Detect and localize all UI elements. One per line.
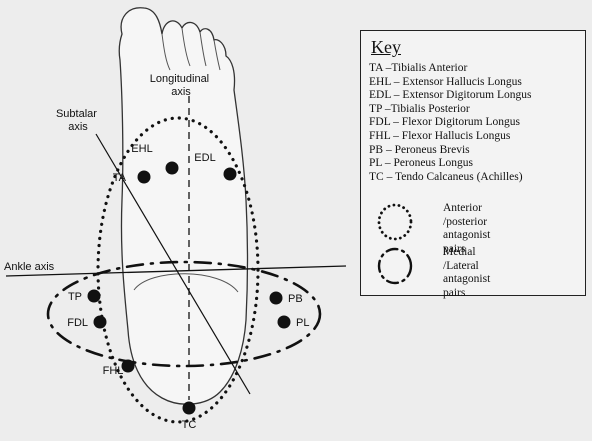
subtalar-axis-line-2: axis <box>68 121 88 133</box>
muscle-label-ehl: EHL <box>131 143 152 155</box>
muscle-dot-tc <box>183 402 196 415</box>
muscle-label-pb: PB <box>288 293 303 305</box>
muscle-label-tc: TC <box>182 419 197 431</box>
legend-text-line: Medial /Lateral <box>443 246 490 273</box>
key-item: TA –Tibialis Anterior <box>369 62 531 76</box>
muscle-label-edl: EDL <box>194 152 215 164</box>
key-item: PB – Peroneus Brevis <box>369 144 531 158</box>
subtalar-axis-label: Subtalar axis <box>56 108 100 133</box>
dash-dot-ellipse-icon <box>373 246 429 288</box>
muscle-dot-pl <box>278 316 291 329</box>
longitudinal-axis-line-2: axis <box>171 86 191 98</box>
legend-text-line: antagonist pairs <box>443 273 490 300</box>
muscle-dot-pb <box>270 292 283 305</box>
key-item: TP –Tibialis Posterior <box>369 103 531 117</box>
key-item: TC – Tendo Calcaneus (Achilles) <box>369 171 531 185</box>
muscle-label-fdl: FDL <box>67 317 88 329</box>
muscle-dot-fdl <box>94 316 107 329</box>
muscle-dot-edl <box>224 168 237 181</box>
ankle-axis-label: Ankle axis <box>4 261 55 273</box>
key-title: Key <box>371 37 401 58</box>
muscle-dot-ehl <box>166 162 179 175</box>
muscle-label-fhl: FHL <box>103 365 124 377</box>
muscle-dot-tp <box>88 290 101 303</box>
legend-text-medial-lateral: Medial /Lateral antagonist pairs <box>443 246 490 300</box>
key-item: FHL – Flexor Hallucis Longus <box>369 130 531 144</box>
legend-text-line: Anterior /posterior <box>443 202 490 229</box>
muscle-dot-fhl <box>122 360 135 373</box>
muscle-label-tp: TP <box>68 291 82 303</box>
muscle-label-ta: TA <box>113 172 127 184</box>
longitudinal-axis-line-1: Longitudinal <box>150 73 209 85</box>
muscle-label-pl: PL <box>296 317 309 329</box>
key-item: PL – Peroneus Longus <box>369 157 531 171</box>
key-box: Key TA –Tibialis Anterior EHL – Extensor… <box>360 30 586 296</box>
key-list: TA –Tibialis Anterior EHL – Extensor Hal… <box>369 62 531 184</box>
key-item: EHL – Extensor Hallucis Longus <box>369 76 531 90</box>
key-item: EDL – Extensor Digitorum Longus <box>369 89 531 103</box>
dotted-ellipse-icon <box>373 202 429 244</box>
subtalar-axis-line-1: Subtalar <box>56 108 97 120</box>
key-item: FDL – Flexor Digitorum Longus <box>369 116 531 130</box>
muscle-dot-ta <box>138 171 151 184</box>
